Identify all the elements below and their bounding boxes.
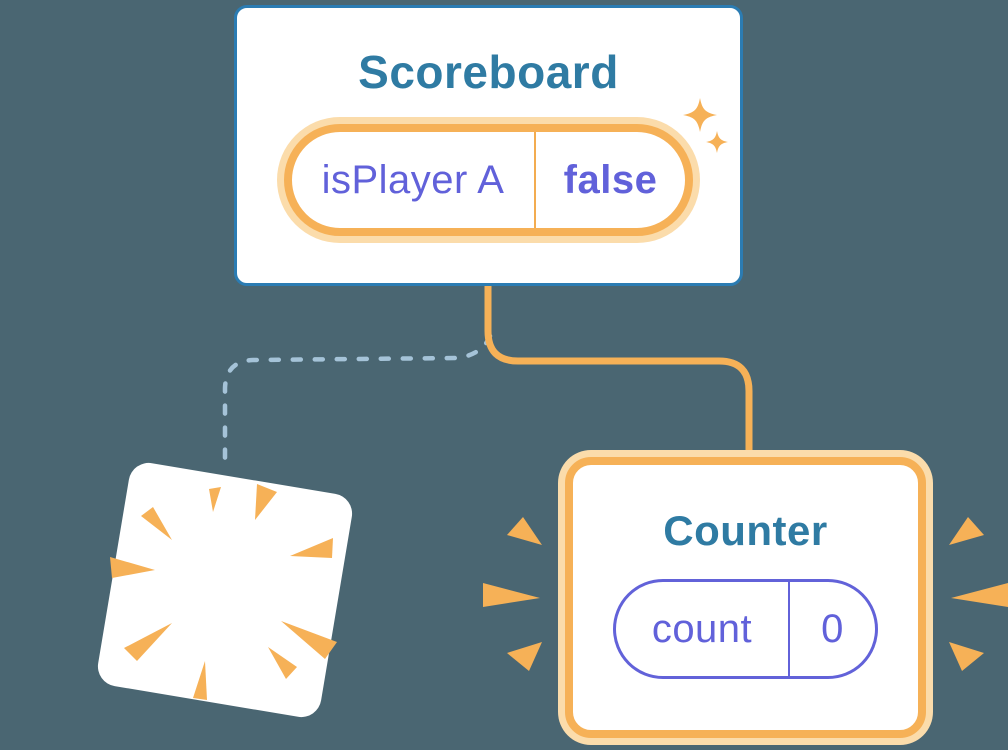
counter-card: Counter count 0 [565, 457, 926, 738]
state-value: false [563, 157, 658, 202]
emphasis-ray-left-mid [483, 583, 540, 607]
count-value: 0 [821, 606, 844, 651]
emphasis-ray-left-bottom [507, 642, 542, 671]
sparkles-icon [683, 98, 728, 153]
count-pill-divider [788, 582, 790, 677]
connector-dashed-line [222, 333, 493, 461]
count-key: count [651, 606, 753, 651]
emphasis-ray-right-top [949, 517, 984, 545]
scoreboard-title: Scoreboard [358, 46, 619, 98]
counter-title: Counter [663, 507, 828, 554]
destroyed-card [97, 462, 353, 718]
scoreboard-card: Scoreboard isPlayer A false [234, 5, 743, 286]
emphasis-ray-left-top [507, 517, 542, 545]
explosion-burst-icon [110, 484, 337, 700]
state-pill-divider [534, 132, 536, 229]
emphasis-ray-right-mid [951, 583, 1008, 607]
scoreboard-state-pill: isPlayer A false [284, 124, 693, 237]
counter-state-pill: count 0 [613, 579, 878, 680]
state-key: isPlayer A [321, 157, 505, 202]
sparkle-small [706, 131, 728, 153]
connector-orange-line [484, 283, 753, 462]
emphasis-rays-icon [483, 517, 1008, 671]
sparkle-large [683, 98, 717, 132]
emphasis-ray-right-bottom [949, 642, 984, 671]
